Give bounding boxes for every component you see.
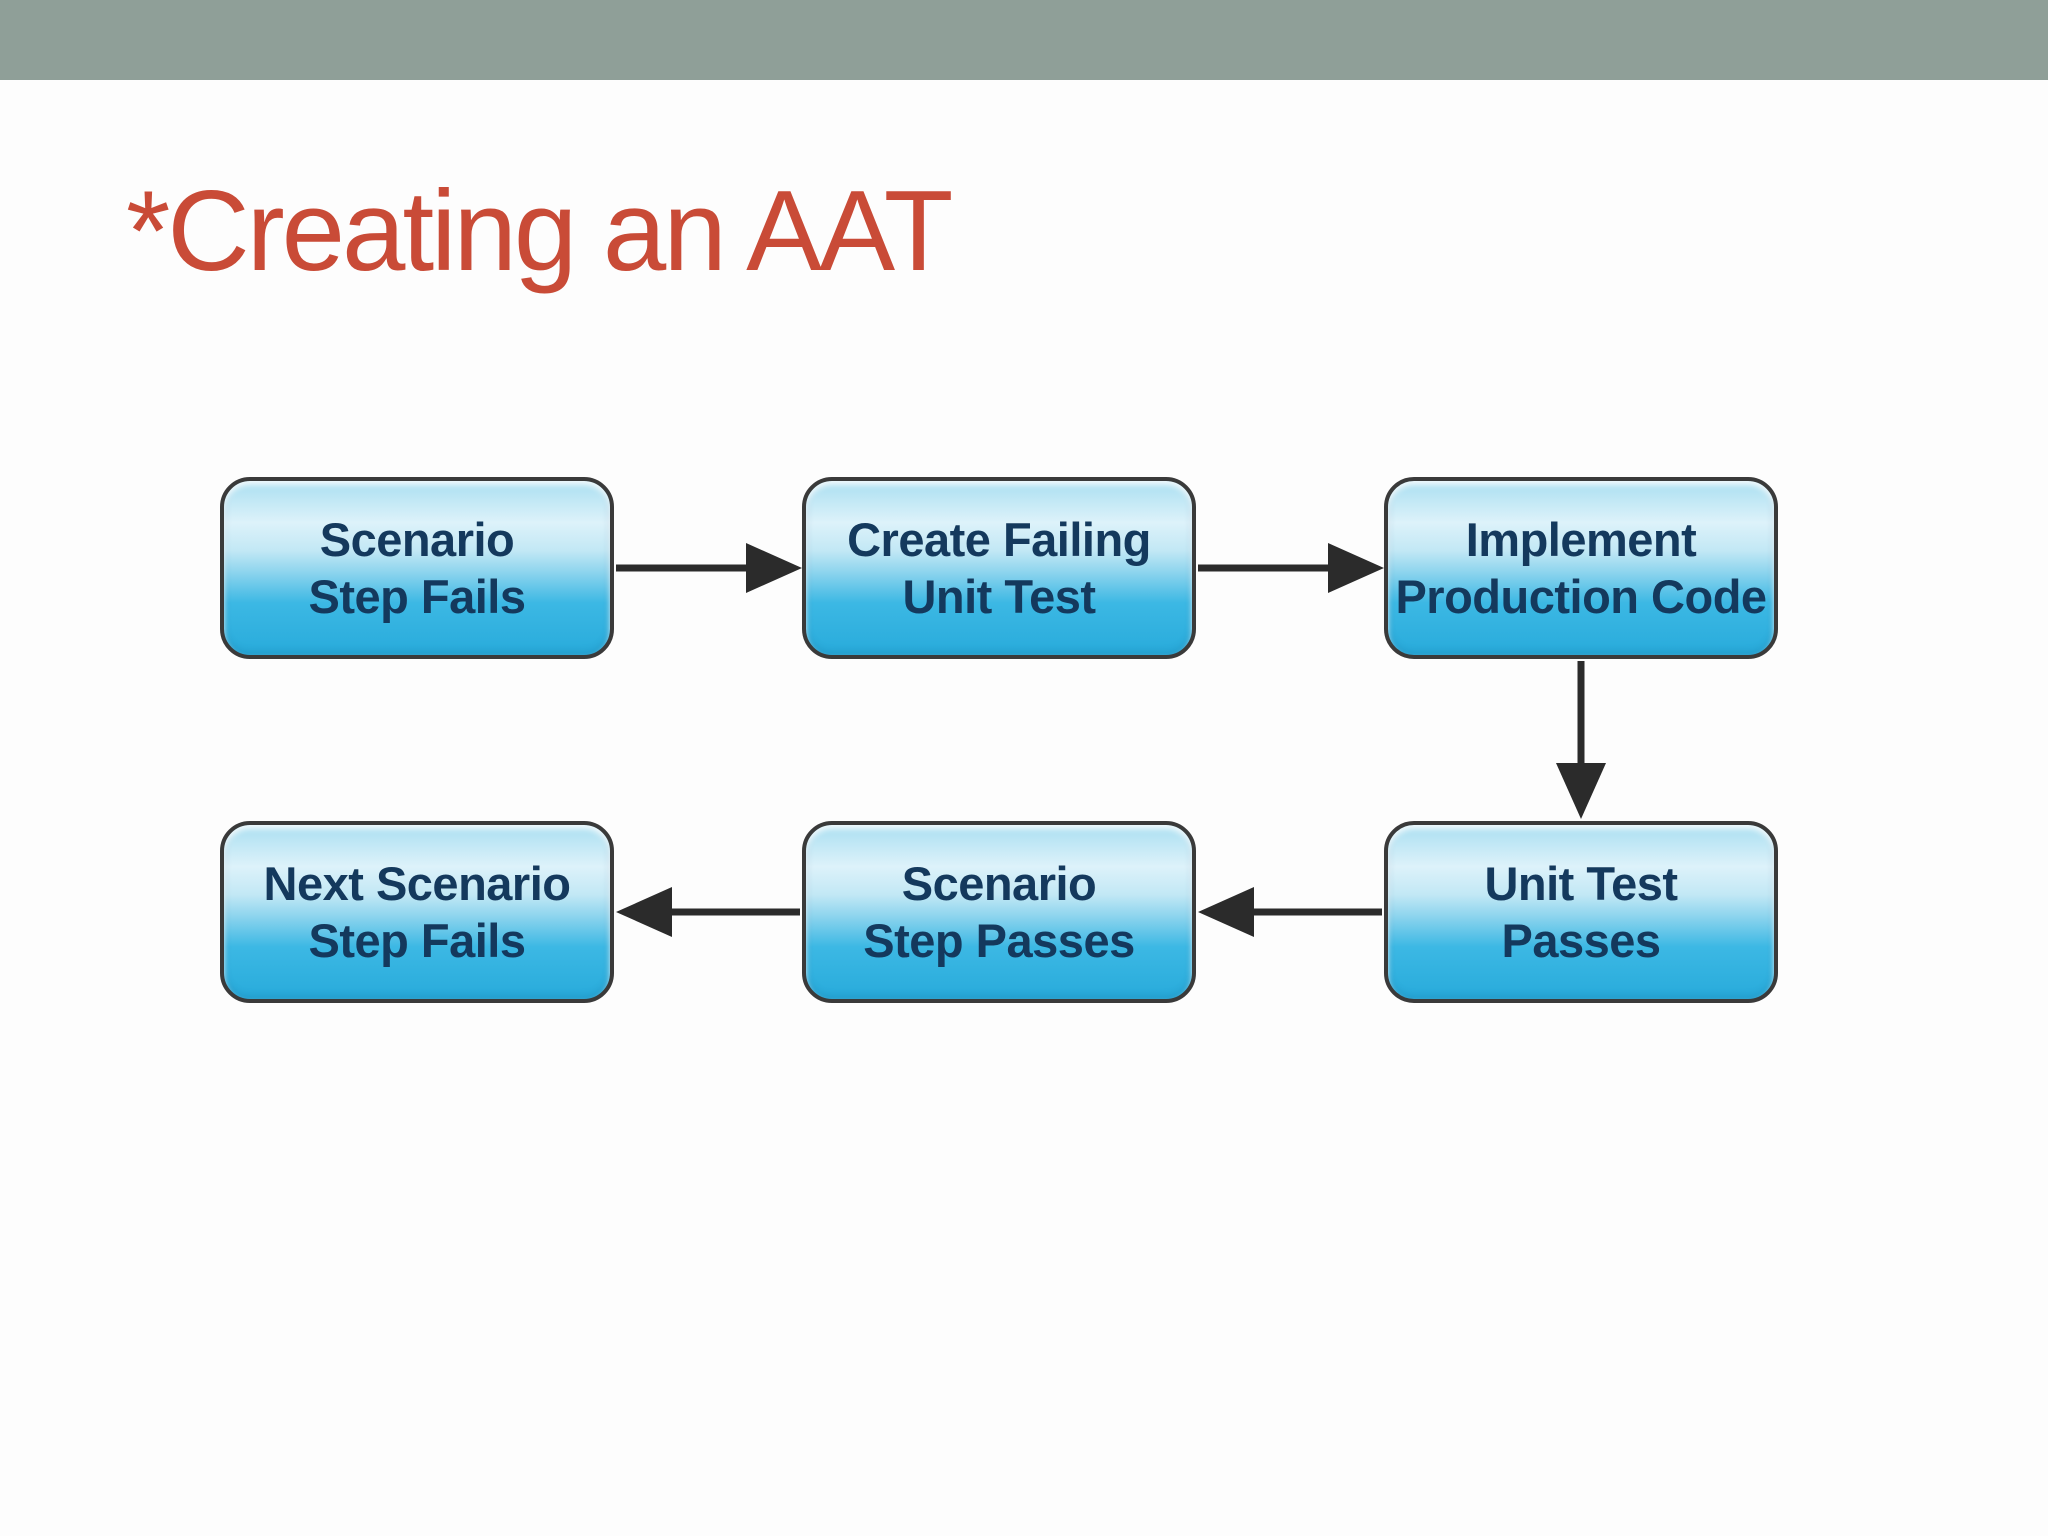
node-label-line: Passes	[1501, 914, 1661, 967]
node-label-line: Unit Test	[1484, 857, 1678, 910]
arrow-scenario-passes-to-next-scenario-icon	[616, 887, 800, 937]
node-label-line: Implement	[1465, 513, 1697, 566]
flow-node-scenario-step-passes: Scenario Step Passes	[802, 821, 1196, 1003]
flow-node-next-scenario-step-fails: Next Scenario Step Fails	[220, 821, 614, 1003]
flow-node-create-failing-unit-test: Create Failing Unit Test	[802, 477, 1196, 659]
arrow-create-failing-to-implement-icon	[1198, 543, 1384, 593]
top-accent-bar	[0, 0, 2048, 80]
slide-title: *Creating an AAT	[126, 168, 953, 295]
arrow-implement-to-unit-test-passes-icon	[1556, 661, 1606, 819]
node-label-line: Step Fails	[308, 570, 526, 623]
flow-node-scenario-step-fails: Scenario Step Fails	[220, 477, 614, 659]
node-label-line: Scenario	[319, 513, 515, 566]
flow-node-implement-production-code: Implement Production Code	[1384, 477, 1778, 659]
arrow-unit-test-passes-to-scenario-passes-icon	[1198, 887, 1382, 937]
node-label-line: Step Fails	[308, 914, 526, 967]
arrow-scenario-fails-to-create-failing-icon	[616, 543, 802, 593]
node-label-line: Next Scenario	[263, 857, 571, 910]
node-label-line: Production Code	[1395, 570, 1767, 623]
node-label-line: Create Failing	[847, 513, 1151, 566]
node-label-line: Step Passes	[863, 914, 1135, 967]
flow-node-unit-test-passes: Unit Test Passes	[1384, 821, 1778, 1003]
node-label-line: Scenario	[901, 857, 1097, 910]
node-label-line: Unit Test	[902, 570, 1096, 623]
